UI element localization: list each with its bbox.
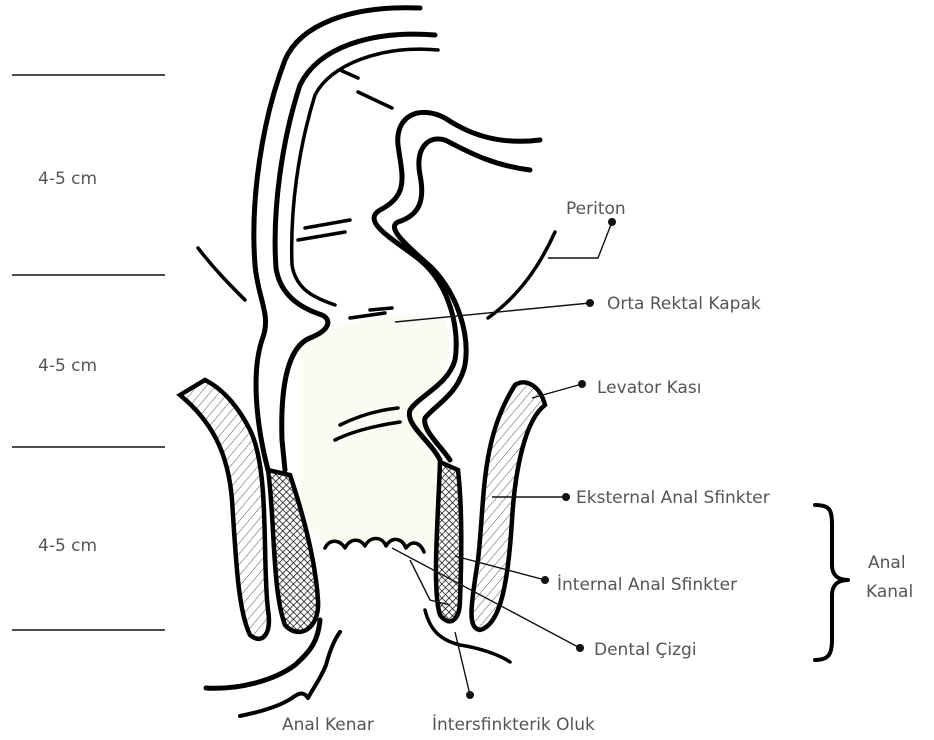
dot-dental [576, 644, 584, 652]
label-eksternal-anal-sfinkter: Eksternal Anal Sfinkter [576, 488, 770, 508]
label-periton: Periton [566, 199, 626, 219]
dot-periton [608, 218, 616, 226]
internal-sphincter-right [436, 462, 461, 621]
anal-kenar-brace [240, 632, 340, 716]
intersphincteric-groove-curve [425, 610, 510, 662]
valve-fold-8 [340, 70, 358, 78]
dot-intersfinkterik [466, 691, 474, 699]
label-intersfinkterik-oluk: İntersfinkterik Oluk [432, 714, 595, 735]
dot-eksternal [562, 493, 570, 501]
valve-fold-1 [305, 220, 350, 228]
label-orta-rektal-kapak: Orta Rektal Kapak [607, 294, 761, 314]
label-anal-kanal-line2: Kanal [866, 582, 913, 602]
external-sphincter-right [472, 382, 546, 630]
label-internal-anal-sfinkter: İnternal Anal Sfinkter [557, 574, 737, 595]
label-anal-kanal-line1: Anal [868, 553, 906, 573]
leader-intersfinkterik [455, 632, 470, 695]
scale-label-middle: 4-5 cm [38, 356, 97, 376]
lumen-fill [300, 315, 450, 560]
leader-periton [548, 222, 612, 258]
dot-internal [541, 576, 549, 584]
valve-fold-3 [350, 313, 385, 318]
rectal-wall-left-mid [292, 49, 438, 305]
valve-fold-7 [358, 92, 392, 108]
dot-orta-rektal-kapak [586, 299, 594, 307]
label-levator-kasi: Levator Kası [597, 378, 701, 398]
valve-fold-2 [298, 232, 345, 240]
valve-fold-4 [370, 308, 392, 310]
peritoneum-right [488, 232, 555, 318]
label-dental-cizgi: Dental Çizgi [594, 640, 697, 660]
peritoneum-left [198, 248, 245, 300]
leader-orta-rektal-kapak [395, 303, 590, 322]
external-sphincter-left [180, 380, 269, 639]
label-anal-kenar: Anal Kenar [282, 715, 374, 735]
anal-kanal-brace [815, 505, 848, 660]
scale-label-upper: 4-5 cm [38, 169, 97, 189]
scale-label-lower: 4-5 cm [38, 536, 97, 556]
dot-levator [578, 380, 586, 388]
rectum-drawing [180, 8, 555, 689]
scale-ruler: 4-5 cm 4-5 cm 4-5 cm [12, 75, 165, 630]
